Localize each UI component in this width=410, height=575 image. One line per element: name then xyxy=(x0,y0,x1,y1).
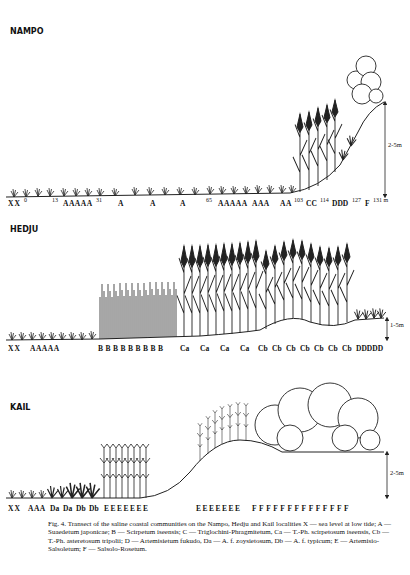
nampo-transect xyxy=(6,56,385,197)
zone-code: Cb xyxy=(272,345,282,353)
distance-mark: 0 xyxy=(24,197,27,203)
zone-code: Db xyxy=(89,505,99,513)
distance-mark: 13 xyxy=(52,197,58,203)
zone-code: AAAAA xyxy=(30,345,60,353)
zone-code: Cb xyxy=(286,345,296,353)
zone-code: AAA xyxy=(252,200,270,208)
zone-code: A xyxy=(180,200,185,208)
distance-mark: 131 m xyxy=(373,197,388,203)
zone-code: Ca xyxy=(180,345,189,353)
height-dimension: 1-5m xyxy=(390,322,404,329)
zone-code: A xyxy=(150,200,155,208)
zone-code: AAA xyxy=(28,505,46,513)
distance-mark: 127 xyxy=(352,197,361,203)
height-dimension: 2-5m xyxy=(390,470,404,477)
zone-code: Ca xyxy=(240,345,249,353)
zone-code: EEEEEEE xyxy=(104,505,150,513)
zone-code: Cb xyxy=(328,345,338,353)
zone-code: A xyxy=(118,200,123,208)
zone-code: Da xyxy=(50,505,59,513)
zone-code: Db xyxy=(76,505,86,513)
zone-code: EEEEEEE xyxy=(196,505,242,513)
zone-code: XX xyxy=(8,505,21,513)
zone-code: BBBBBBBBB xyxy=(98,345,166,353)
zone-code: XX xyxy=(8,200,21,208)
zone-code: Cb xyxy=(314,345,324,353)
distance-mark: 65 xyxy=(206,197,212,203)
figure-caption: Fig. 4. Transect of the saline coastal c… xyxy=(48,520,393,554)
site-name: HEDJU xyxy=(10,226,38,234)
zone-code: FFFFFFFFFFFFFF xyxy=(252,505,351,513)
distance-mark: 103 xyxy=(294,197,303,203)
zone-code: DDDDD xyxy=(356,345,383,353)
kail-transect xyxy=(6,383,387,498)
zone-code: Cb xyxy=(300,345,310,353)
height-dimension: 2-5m xyxy=(388,142,402,149)
zone-code: Ca xyxy=(200,345,209,353)
distance-mark: 31 xyxy=(96,197,102,203)
distance-mark: 114 xyxy=(320,197,329,203)
zone-code: AAAAA xyxy=(218,200,248,208)
zone-code: AA xyxy=(280,200,292,208)
site-name: NAMPO xyxy=(10,28,44,36)
hedju-transect xyxy=(6,240,387,340)
zone-code: XX xyxy=(8,345,21,353)
zone-code: F xyxy=(365,200,370,208)
zone-code: Ca xyxy=(220,345,229,353)
site-name: KAIL xyxy=(10,404,30,412)
zone-code: CC xyxy=(306,200,317,208)
zone-code: AAAAA xyxy=(63,200,93,208)
zone-code: Cb xyxy=(258,345,268,353)
zone-code: Cb xyxy=(342,345,352,353)
zone-code: DDD xyxy=(332,200,348,208)
zone-code: Da xyxy=(63,505,72,513)
